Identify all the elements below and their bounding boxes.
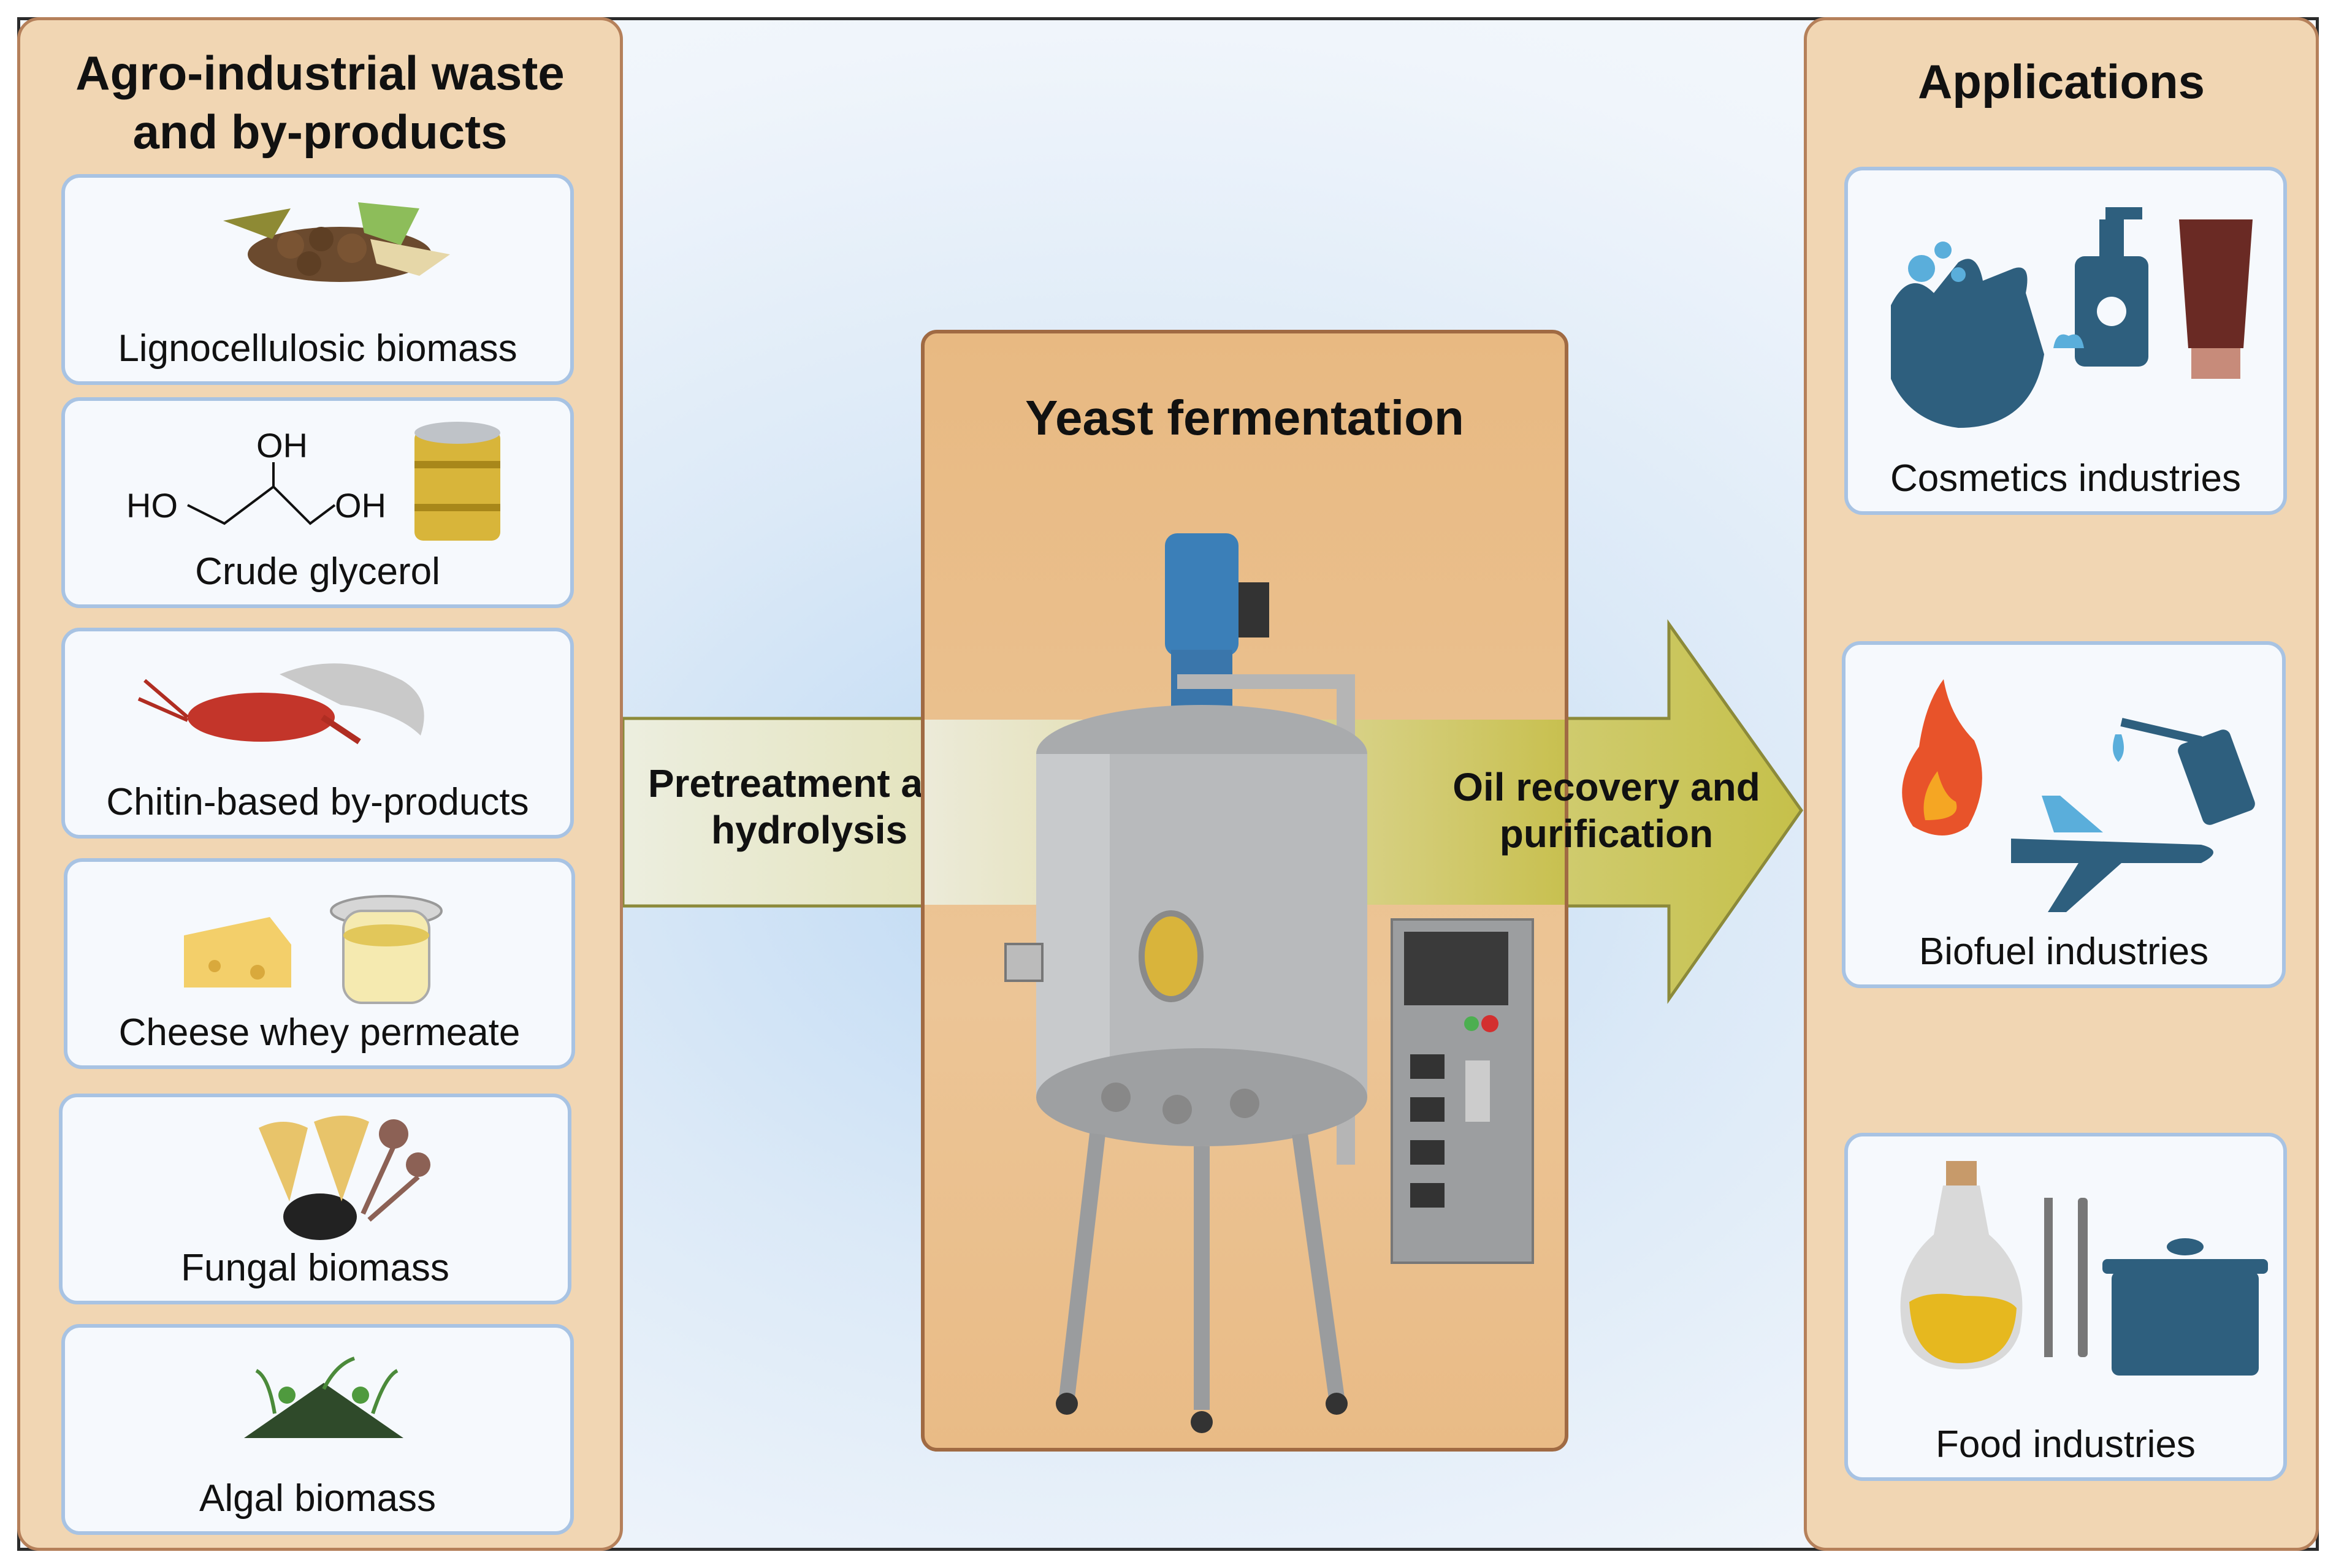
card-label: Chitin-based by-products bbox=[106, 781, 529, 823]
card-label: Crude glycerol bbox=[195, 550, 440, 593]
oh-right-label: OH bbox=[335, 486, 386, 525]
card-label: Lignocellulosic biomass bbox=[118, 327, 517, 370]
algae-icon bbox=[244, 1357, 403, 1438]
card-label: Food industries bbox=[1936, 1423, 2196, 1466]
card-label: Algal biomass bbox=[199, 1477, 436, 1520]
oh-top-label: OH bbox=[256, 426, 308, 465]
food-icon bbox=[1900, 1161, 2268, 1376]
card-cheese-whey-permeate: Cheese whey permeate bbox=[64, 858, 575, 1069]
cheese-icon bbox=[184, 917, 291, 988]
cosmetics-icon bbox=[1891, 207, 2253, 428]
whey-glass-icon bbox=[330, 895, 443, 1004]
pretreatment-label: Pretreatment and hydrolysis bbox=[647, 761, 971, 852]
card-label: Fungal biomass bbox=[181, 1247, 449, 1289]
card-label: Cheese whey permeate bbox=[118, 1011, 521, 1054]
ho-left-label: HO bbox=[126, 486, 178, 525]
card-food-industries: Food industries bbox=[1844, 1133, 2287, 1481]
applications-panel-title: Applications bbox=[1917, 55, 2205, 108]
yeast-fermentation-title: Yeast fermentation bbox=[1025, 390, 1464, 445]
card-crude-glycerol: OH HO OH Crude glycerol bbox=[61, 397, 574, 608]
card-algal-biomass: Algal biomass bbox=[61, 1324, 574, 1535]
card-cosmetics-industries: Cosmetics industries bbox=[1844, 167, 2287, 515]
card-biofuel-industries: Biofuel industries bbox=[1842, 641, 2286, 988]
oil-recovery-label: Oil recovery and purification bbox=[1452, 765, 1760, 856]
barrel-icon bbox=[414, 422, 500, 541]
crustacean-icon bbox=[137, 663, 424, 745]
waste-panel-title: Agro-industrial waste and by-products bbox=[75, 46, 565, 159]
biofuel-icon bbox=[1902, 679, 2255, 912]
fungi-icon bbox=[259, 1116, 430, 1240]
glycerol-structure-icon: OH HO OH bbox=[126, 426, 386, 525]
card-label: Cosmetics industries bbox=[1890, 457, 2241, 500]
card-label: Biofuel industries bbox=[1918, 931, 2209, 973]
bioreactor-icon bbox=[1004, 533, 1534, 1433]
card-lignocellulosic-biomass: Lignocellulosic biomass bbox=[61, 174, 574, 385]
card-chitin-based-by-products: Chitin-based by-products bbox=[61, 628, 574, 839]
lignocellulosic-biomass-icon bbox=[223, 202, 450, 282]
card-fungal-biomass: Fungal biomass bbox=[59, 1094, 571, 1304]
